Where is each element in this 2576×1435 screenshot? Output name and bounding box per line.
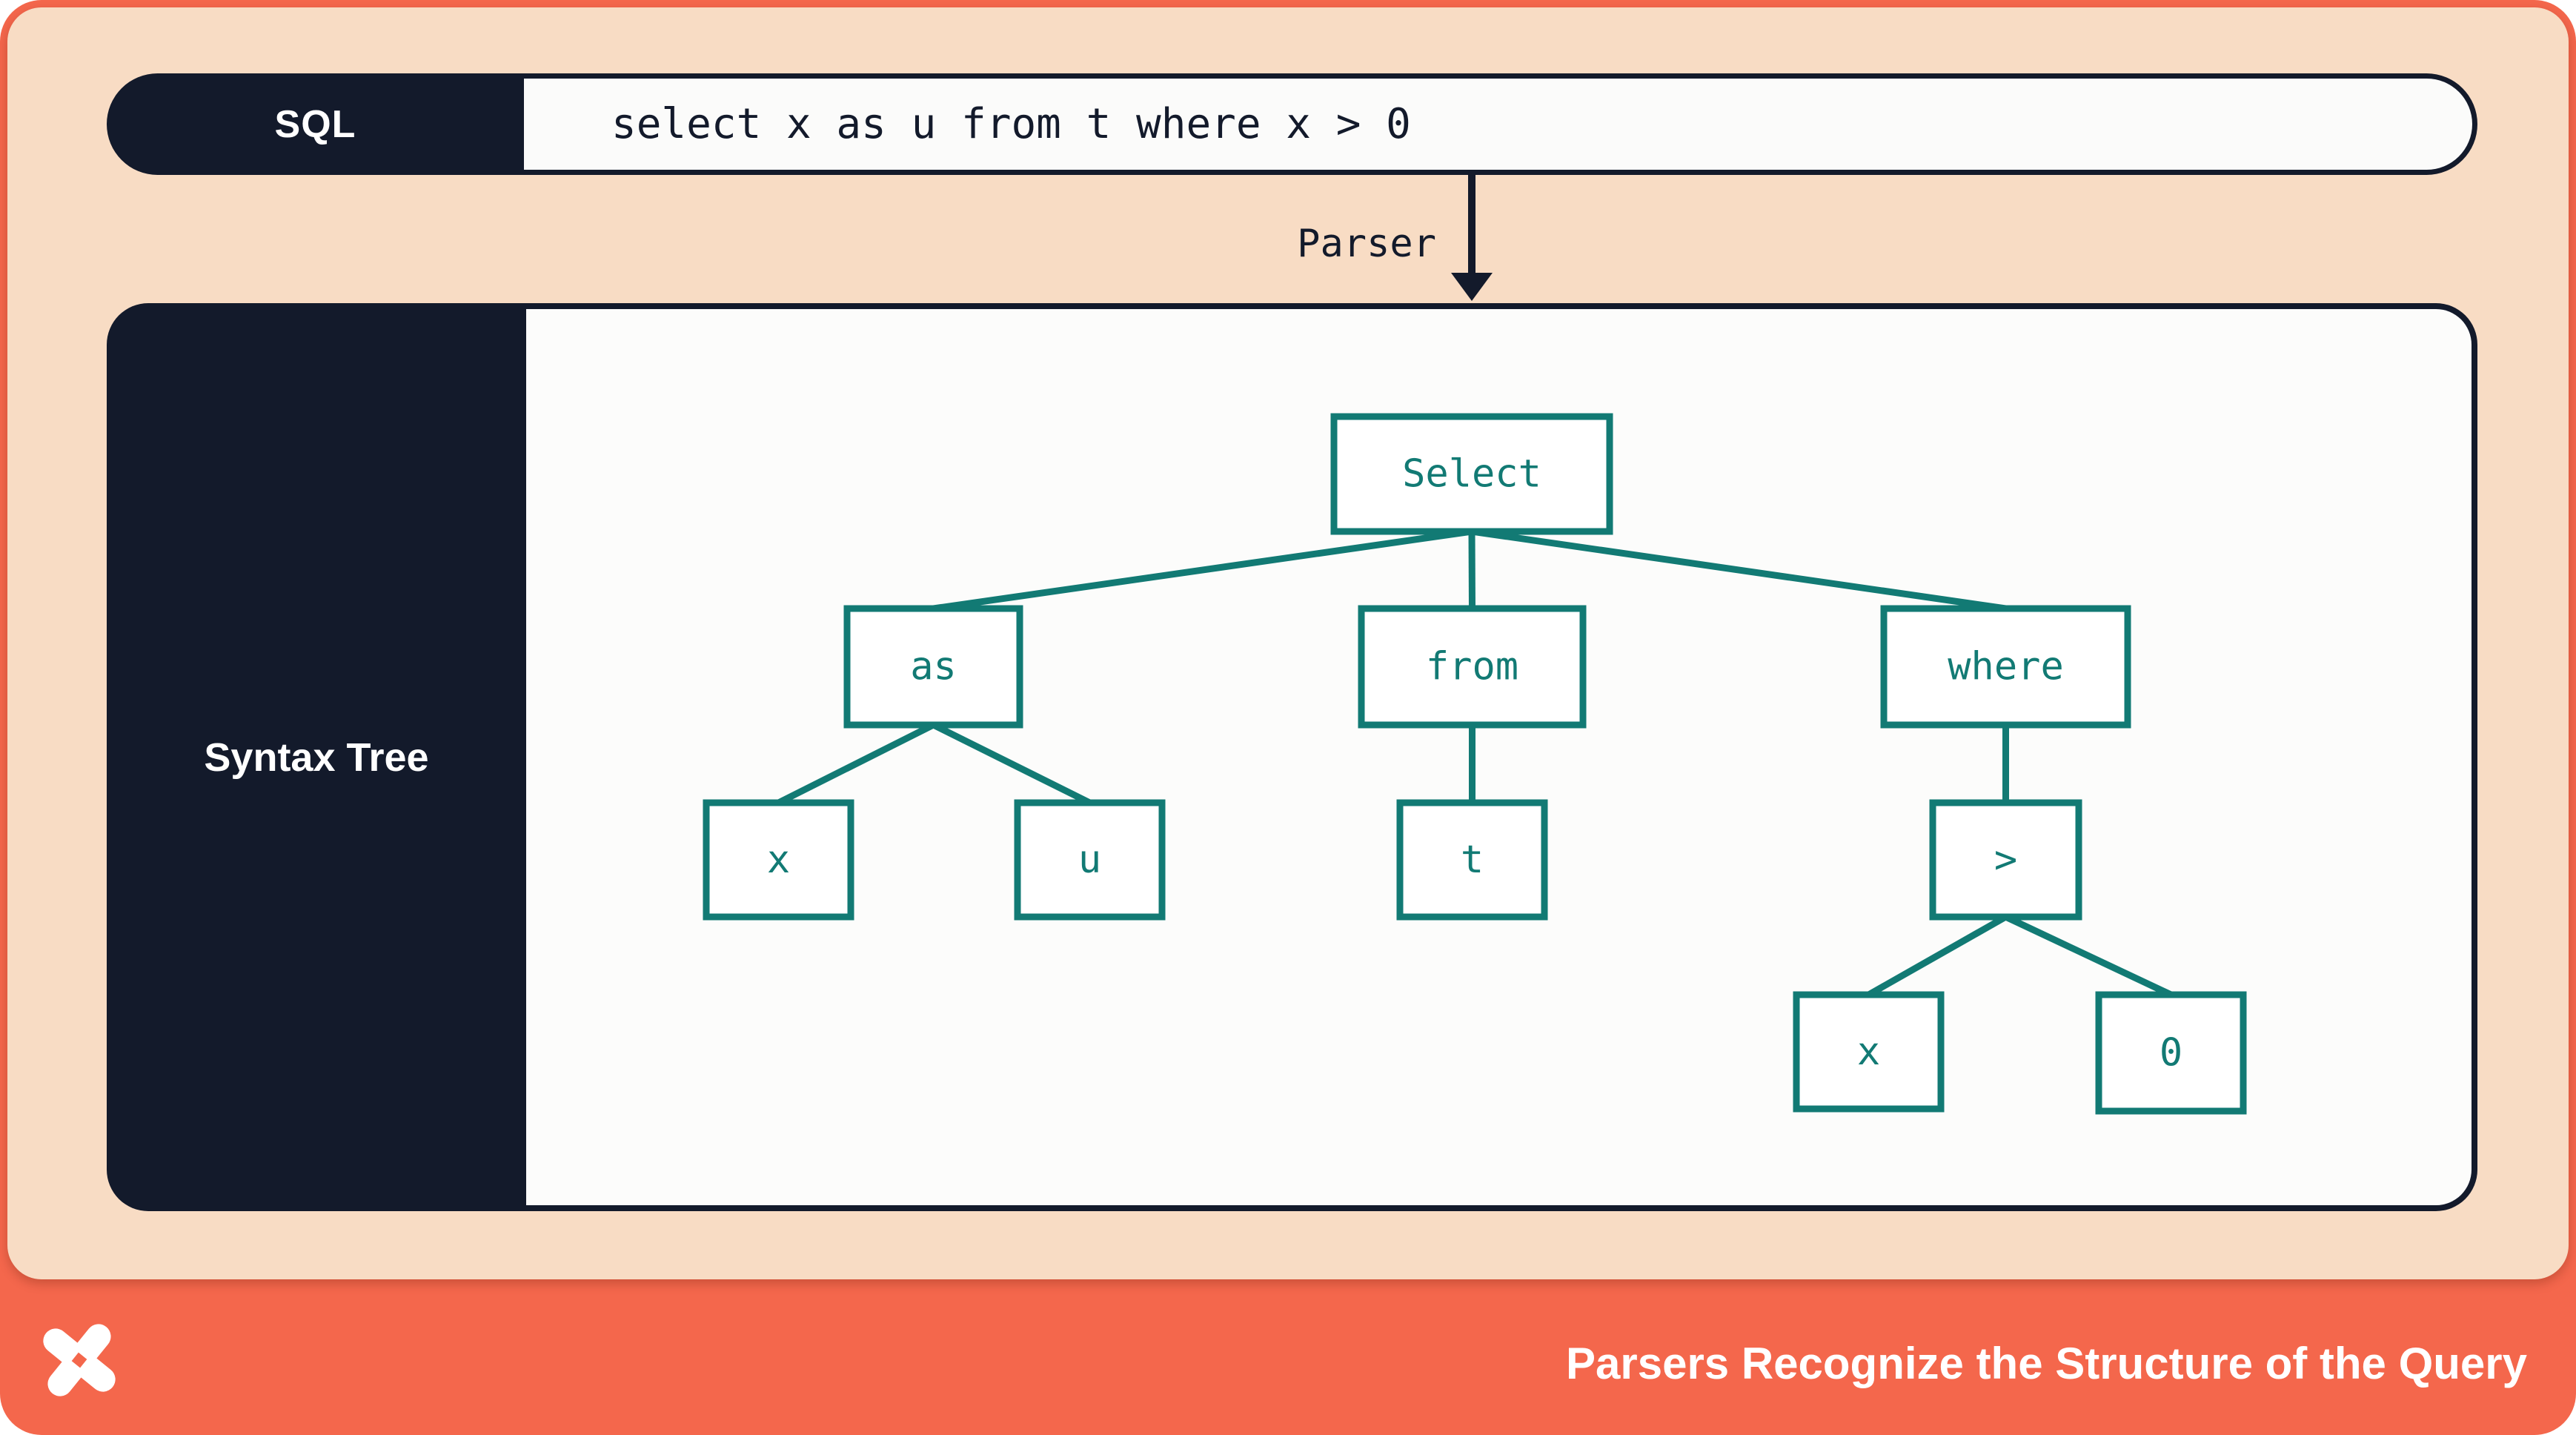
sql-bar: SQL select x as u from t where x > 0 — [107, 73, 2477, 175]
x-pinwheel-logo — [43, 1324, 116, 1396]
footer-caption: Parsers Recognize the Structure of the Q… — [1565, 1339, 2527, 1388]
sql-bar-body: select x as u from t where x > 0 — [524, 79, 2472, 170]
sql-bar-label: SQL — [274, 102, 356, 146]
sql-query-text: select x as u from t where x > 0 — [611, 100, 1411, 148]
syntax-tree-panel-label: Syntax Tree — [204, 735, 429, 780]
syntax-tree-canvas — [526, 309, 2472, 1205]
parser-step-label: Parser — [1297, 222, 1436, 266]
syntax-tree-panel: Syntax Tree — [107, 303, 2477, 1211]
